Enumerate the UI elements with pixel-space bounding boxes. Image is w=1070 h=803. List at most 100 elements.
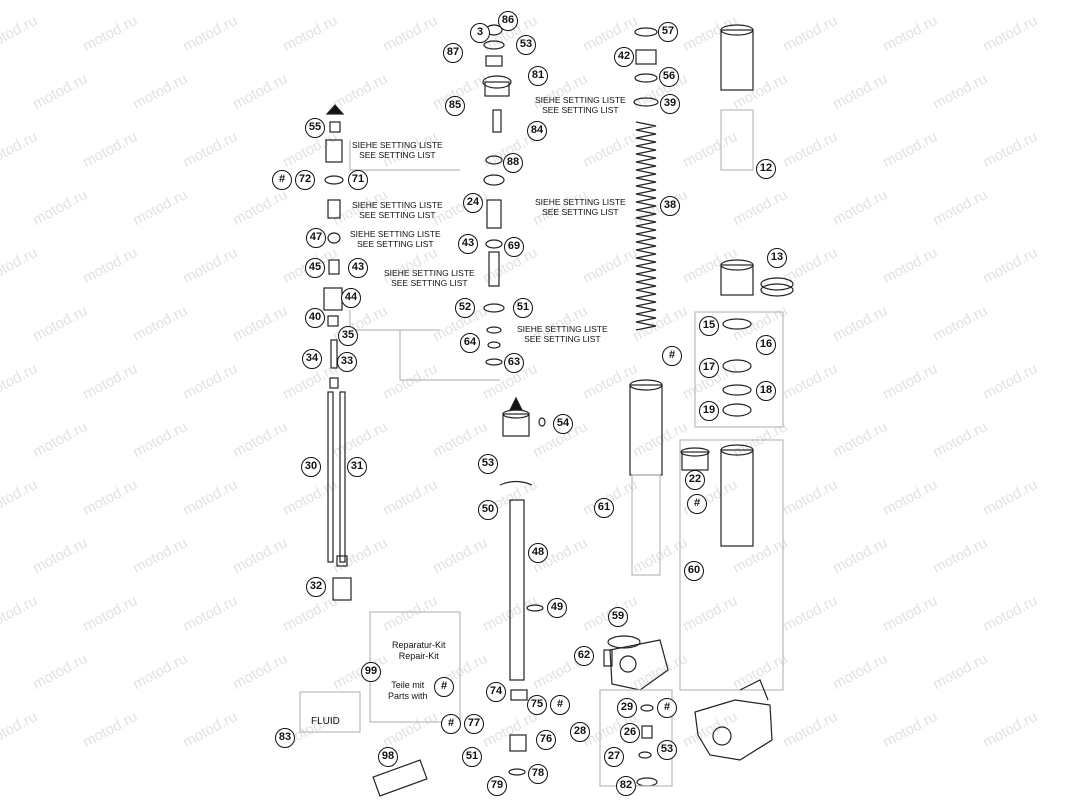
part-shape (633, 97, 659, 107)
callout: 75 (527, 695, 547, 715)
callout: 51 (513, 298, 533, 318)
tube-shape (720, 109, 754, 171)
part-shape (760, 277, 794, 291)
callout: 3 (470, 23, 490, 43)
callout: 98 (378, 747, 398, 767)
part-shape (722, 403, 752, 417)
callout: 55 (305, 118, 325, 138)
part-shape (328, 259, 340, 275)
callout: 18 (756, 381, 776, 401)
callout: 42 (614, 47, 634, 67)
callout: 22 (685, 470, 705, 490)
bracket-line (399, 330, 500, 381)
callout-hash: # (272, 170, 292, 190)
callout: 43 (348, 258, 368, 278)
rod-shape (327, 391, 334, 563)
callout: 63 (504, 353, 524, 373)
part-shape (325, 139, 343, 163)
callout-hash: # (687, 494, 707, 514)
callout: 56 (659, 67, 679, 87)
callout: 88 (503, 153, 523, 173)
callout: 79 (487, 776, 507, 796)
part-shape (634, 27, 658, 37)
tube-shape (631, 474, 661, 576)
arrow-marker (509, 396, 523, 411)
axle-clamp-shape (694, 699, 773, 761)
callout: 86 (498, 11, 518, 31)
callout: 17 (699, 358, 719, 378)
part-shape (634, 73, 658, 83)
part-shape (619, 655, 637, 673)
callout: 48 (528, 543, 548, 563)
callout: 38 (660, 196, 680, 216)
part-shape (629, 379, 663, 391)
part-shape (508, 768, 526, 776)
callout: 71 (348, 170, 368, 190)
callout: 30 (301, 457, 321, 477)
part-shape (329, 121, 341, 133)
part-shape (722, 318, 752, 330)
callout-hash: # (550, 695, 570, 715)
callout: 84 (527, 121, 547, 141)
callout: 60 (684, 561, 704, 581)
part-shape (486, 326, 502, 334)
part-shape (485, 55, 503, 67)
tube-shape (629, 384, 663, 476)
part-shape (487, 341, 501, 349)
part-shape (482, 75, 512, 89)
part-shape (483, 303, 505, 313)
part-shape (324, 175, 344, 185)
part-shape (607, 635, 641, 649)
part-shape (372, 759, 428, 797)
part-shape (485, 358, 503, 366)
bracket-box (694, 311, 784, 428)
part-shape (336, 555, 348, 567)
part-shape (510, 689, 528, 701)
callout: 76 (536, 730, 556, 750)
callout: 57 (658, 22, 678, 42)
part-shape (720, 259, 754, 271)
callout: 77 (464, 714, 484, 734)
callout: 28 (570, 722, 590, 742)
callout: 78 (528, 764, 548, 784)
callout: 29 (617, 698, 637, 718)
callout: 62 (574, 646, 594, 666)
tube-shape (720, 264, 754, 296)
part-shape (509, 734, 527, 752)
callout: 83 (275, 728, 295, 748)
callout: 81 (528, 66, 548, 86)
callout: 26 (620, 723, 640, 743)
callout: 82 (616, 776, 636, 796)
part-shape (603, 649, 613, 667)
spring-shape (635, 121, 657, 331)
part-shape (485, 155, 503, 165)
bracket-line (349, 310, 440, 331)
bracket-box (599, 689, 673, 787)
part-shape (722, 384, 752, 396)
callout: 64 (460, 333, 480, 353)
callout: 15 (699, 316, 719, 336)
callout: 53 (516, 35, 536, 55)
callout: 19 (699, 401, 719, 421)
callout: 50 (478, 500, 498, 520)
bracket-line (349, 140, 460, 171)
callout: 85 (445, 96, 465, 116)
part-shape (502, 413, 530, 437)
part-shape (760, 283, 794, 297)
callout: 51 (462, 747, 482, 767)
callout: 44 (341, 288, 361, 308)
callout: 16 (756, 335, 776, 355)
tube-shape (720, 29, 754, 91)
part-shape (502, 409, 530, 419)
callout: 72 (295, 170, 315, 190)
part-shape (485, 239, 503, 249)
callout: 87 (443, 43, 463, 63)
bracket-box (369, 611, 461, 723)
callout: 47 (306, 228, 326, 248)
callout: 24 (463, 193, 483, 213)
